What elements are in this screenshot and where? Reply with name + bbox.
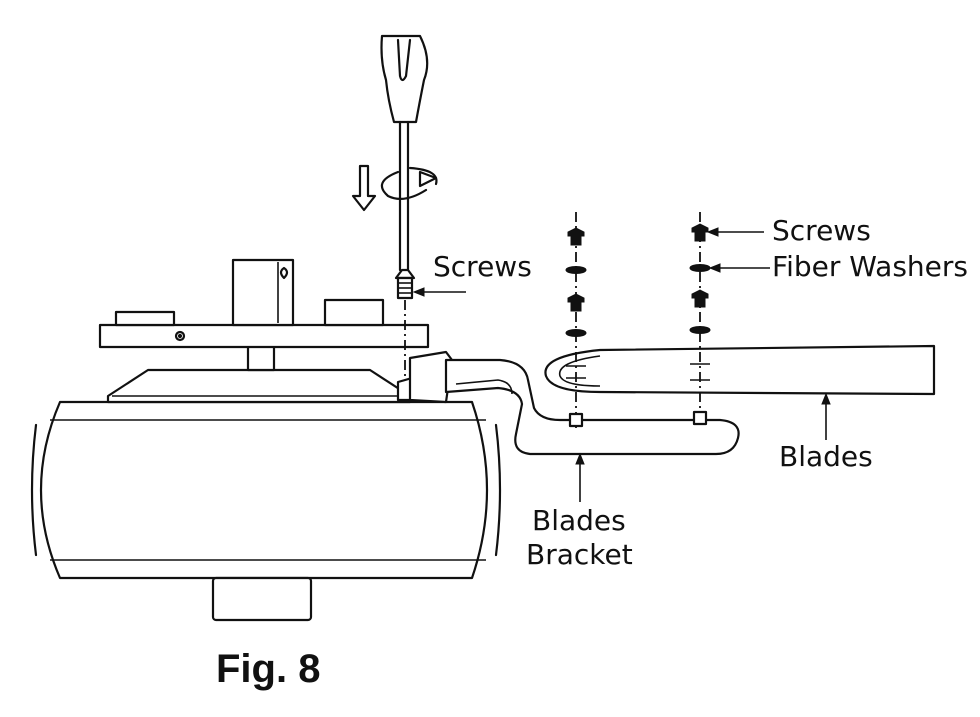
screw-column-2 [689,212,711,426]
label-blades-bracket-line2: Bracket [526,538,633,571]
down-arrow-icon [351,164,377,212]
figure-caption: Fig. 8 [216,647,320,691]
left-screw-icon [394,268,416,300]
label-blades-bracket-line1: Blades [532,504,626,537]
label-screws-right: Screws [772,214,871,247]
bottom-cap [211,576,313,622]
screwdriver [380,34,429,272]
label-fiber-washers: Fiber Washers [772,250,968,283]
motor-housing [30,400,502,580]
motor-top-dome [106,344,412,404]
blade [544,344,936,396]
bracket-mount [396,350,454,404]
rotation-arrow-icon [380,166,438,201]
mounting-plate [98,258,430,349]
leader-lines [412,227,831,502]
screw-column-1 [565,212,587,428]
label-blades: Blades [779,440,873,473]
blades-bracket [444,358,740,456]
label-screws-left: Screws [433,250,532,283]
